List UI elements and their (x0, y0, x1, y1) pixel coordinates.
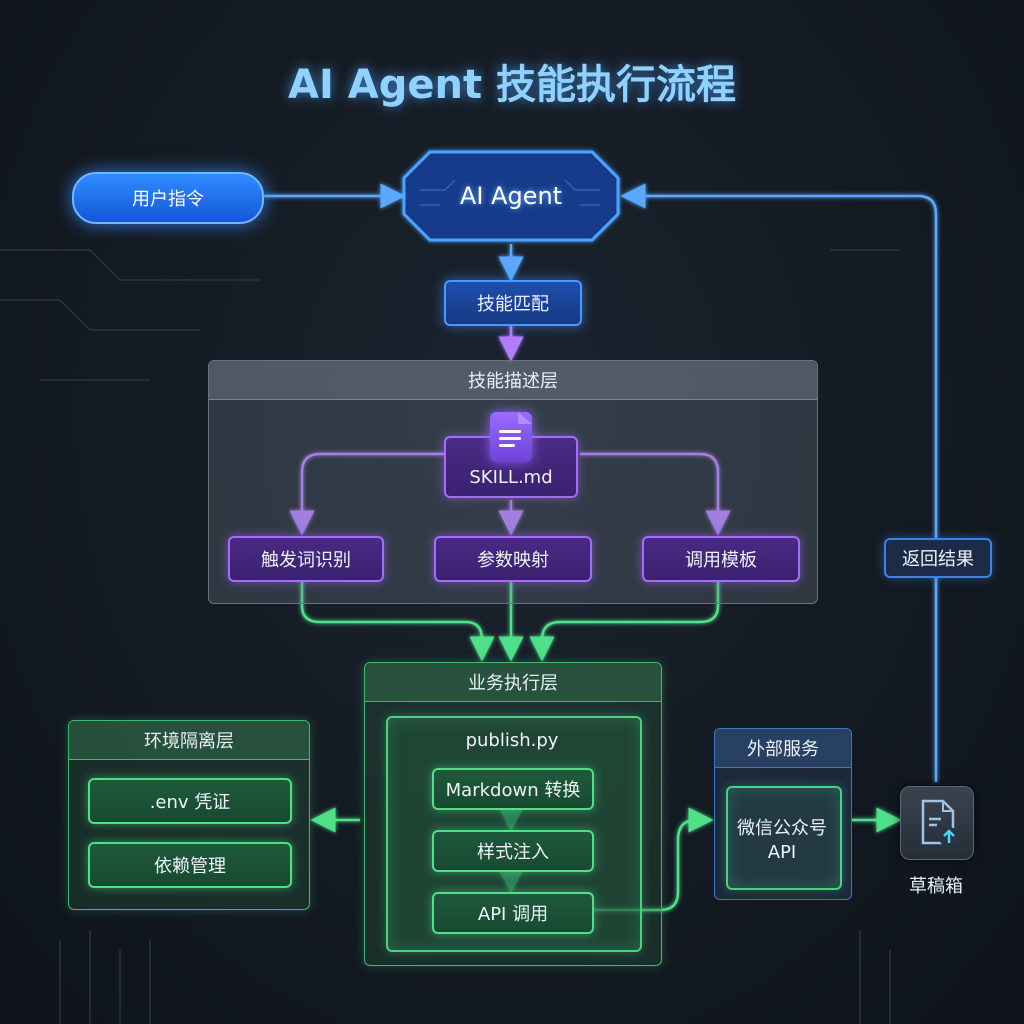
drafts-upload-icon (900, 786, 974, 860)
skill-description-header: 技能描述层 (209, 361, 817, 400)
wechat-api-container (726, 786, 842, 890)
user-command-node: 用户指令 (72, 172, 264, 224)
document-icon (490, 412, 532, 462)
param-mapping-node: 参数映射 (434, 536, 592, 582)
api-call-step: API 调用 (432, 892, 594, 934)
business-execution-header: 业务执行层 (365, 663, 661, 702)
chip-circuit-decoration (420, 179, 600, 206)
page-title: AI Agent 技能执行流程 (287, 62, 736, 108)
return-result-node: 返回结果 (884, 538, 992, 578)
agent-node: AI Agent (459, 182, 563, 210)
style-inject-step: 样式注入 (432, 830, 594, 872)
call-template-node: 调用模板 (642, 536, 800, 582)
blue-connectors (264, 183, 938, 782)
dependency-management-node: 依赖管理 (88, 842, 292, 888)
drafts-label: 草稿箱 (909, 876, 963, 897)
trigger-recognition-node: 触发词识别 (228, 536, 384, 582)
circuit-decoration (0, 249, 900, 1024)
env-credentials-node: .env 凭证 (88, 778, 292, 824)
external-service-header: 外部服务 (715, 729, 851, 768)
purple-connectors (289, 324, 731, 536)
wechat-api-label-line1: 微信公众号 (737, 818, 827, 839)
publish-script-label: publish.py (465, 730, 559, 751)
env-isolation-header: 环境隔离层 (69, 721, 309, 760)
markdown-convert-step: Markdown 转换 (432, 768, 594, 810)
skill-match-node: 技能匹配 (444, 280, 582, 326)
wechat-api-label-line2: API (767, 842, 797, 863)
